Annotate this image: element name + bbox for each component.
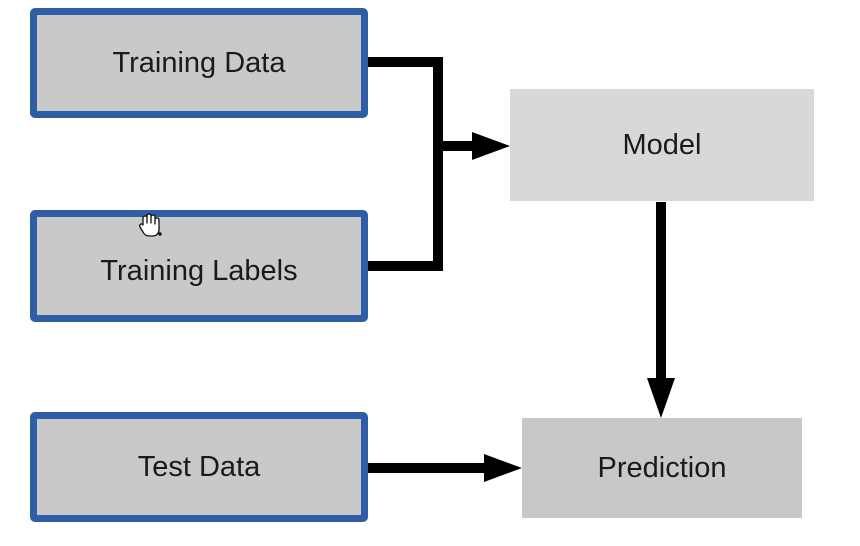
prediction-label: Prediction xyxy=(597,451,727,484)
hand-cursor-icon xyxy=(139,213,162,237)
prediction-arrowhead xyxy=(647,378,675,418)
model-arrowhead xyxy=(472,132,510,160)
model-node[interactable]: Model xyxy=(510,89,814,201)
training-data-connector xyxy=(366,57,443,271)
test-data-arrowhead xyxy=(484,454,522,482)
training-labels-node[interactable]: Training Labels xyxy=(30,210,368,322)
test-data-node[interactable]: Test Data xyxy=(30,412,368,522)
training-data-label: Training Data xyxy=(112,46,286,79)
test-data-label: Test Data xyxy=(137,450,261,483)
model-label: Model xyxy=(622,128,702,161)
training-data-node[interactable]: Training Data xyxy=(30,8,368,118)
training-labels-label: Training Labels xyxy=(100,254,298,287)
prediction-node[interactable]: Prediction xyxy=(522,418,802,518)
